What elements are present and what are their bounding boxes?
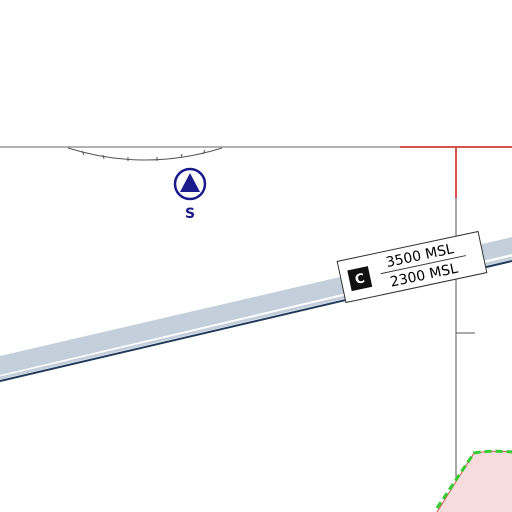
compass-tick bbox=[180, 153, 183, 159]
airspace-label[interactable]: C 3500 MSL 2300 MSL bbox=[336, 230, 488, 304]
restricted-zone-dashed bbox=[435, 449, 512, 509]
compass-tick bbox=[102, 154, 105, 160]
restricted-zone-fill bbox=[437, 451, 512, 512]
compass-rose-arc bbox=[67, 147, 223, 161]
compass-tick bbox=[202, 149, 206, 155]
restricted-zone bbox=[435, 449, 512, 512]
navaid-marker[interactable]: S bbox=[173, 167, 207, 222]
navaid-identifier: S bbox=[185, 206, 195, 222]
red-boundary bbox=[400, 146, 512, 198]
airspace-class-letter: C bbox=[354, 271, 366, 288]
airspace-divider bbox=[380, 255, 466, 275]
compass-tick bbox=[81, 150, 85, 156]
airspace-class-badge bbox=[347, 266, 373, 292]
compass-rose bbox=[67, 147, 223, 161]
navaid-triangle-icon bbox=[180, 173, 200, 192]
